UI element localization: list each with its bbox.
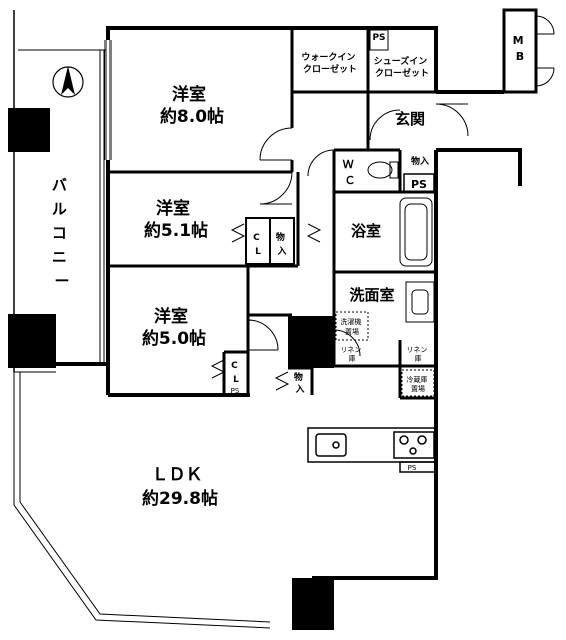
closet-doors (210, 223, 322, 391)
laundry-label: 洗濯機 置場 (340, 317, 363, 336)
svg-text:PS: PS (408, 464, 417, 472)
balcony (8, 10, 108, 372)
entrance-label: 玄関 (395, 110, 425, 128)
shoes-in-closet-label: シューズイン クローゼット (374, 55, 431, 79)
walk-in-closet-label: ウォークイン クローゼット (301, 52, 358, 75)
room-western-2: 洋室 約5.1帖 (144, 198, 208, 241)
cl-label-western-2: C L (253, 233, 263, 257)
room-western-3: 洋室 約5.0帖 (142, 306, 206, 349)
ps-labels: PS PS PS PS (231, 29, 435, 472)
structural-column (8, 108, 50, 152)
window-frames (104, 40, 112, 160)
linen-label-left: リネン 庫 (340, 346, 363, 363)
entrance-door (435, 103, 469, 137)
structural-column (292, 578, 334, 630)
room-western-1: 洋室 約8.0帖 (160, 84, 224, 127)
linen-label-right: リネン 庫 (406, 346, 429, 363)
mb-label: M B (513, 34, 528, 63)
bathtub-icon (399, 197, 433, 267)
svg-text:PS: PS (411, 178, 427, 191)
washbasin-icon (405, 281, 435, 323)
room-ldk: ＬＤＫ 約29.8帖 (142, 465, 218, 509)
structural-column (288, 316, 334, 368)
svg-text:PS: PS (231, 387, 240, 395)
laundry-area (335, 311, 369, 341)
storage-label-entrance: 物入 (411, 155, 429, 167)
meter-box: M B (502, 8, 555, 94)
north-arrow-icon (52, 66, 84, 98)
fridge-area (401, 369, 435, 397)
svg-text:PS: PS (372, 33, 385, 43)
structural-column (8, 314, 56, 368)
closet-boxes (245, 217, 295, 265)
storage-label-corridor: 物 入 (294, 371, 306, 395)
balcony-label: バ ル コ ニ ー (52, 176, 72, 290)
ldk-window-wall (13, 371, 271, 629)
door-swings (247, 109, 401, 357)
toilet-icon (367, 161, 399, 179)
cl-label-western-3: C L (231, 361, 241, 385)
entrance-walls (436, 148, 522, 186)
washroom-label: 洗面室 (349, 286, 394, 304)
kitchen-counter (307, 427, 437, 473)
bath-label: 浴室 (351, 222, 381, 240)
storage-label-western-2: 物 入 (276, 231, 288, 257)
wc-label: Ｗ Ｃ (343, 158, 358, 187)
fridge-label: 冷蔵庫 置場 (406, 375, 429, 393)
